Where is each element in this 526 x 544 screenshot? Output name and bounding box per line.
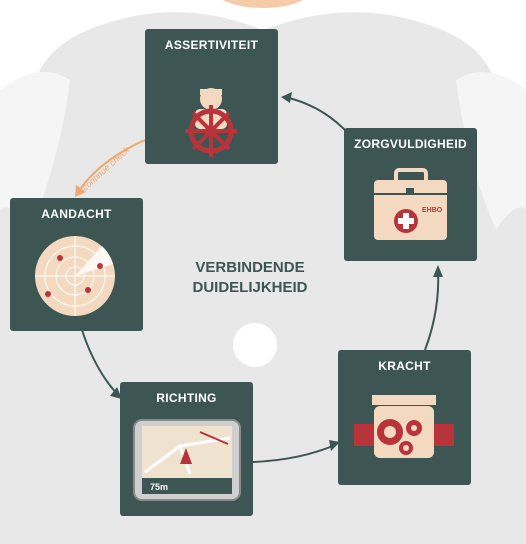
center-title-line1: VERBINDENDE bbox=[195, 259, 305, 276]
center-title: VERBINDENDE DUIDELIJKHEID bbox=[150, 258, 350, 298]
card-title-zorgvuldigheid: ZORGVULDIGHEID bbox=[354, 137, 467, 151]
card-title-kracht: KRACHT bbox=[378, 359, 431, 373]
card-kracht: KRACHT bbox=[338, 350, 471, 485]
card-zorgvuldigheid: ZORGVULDIGHEID EHBO bbox=[344, 128, 477, 261]
engine-icon bbox=[354, 395, 454, 458]
card-title-assertiviteit: ASSERTIVITEIT bbox=[164, 38, 259, 52]
card-title-aandacht: AANDACHT bbox=[41, 207, 112, 221]
center-title-line2: DUIDELIJKHEID bbox=[192, 279, 308, 296]
first-aid-kit-icon: EHBO bbox=[374, 168, 447, 240]
distance-text: 75m bbox=[150, 482, 168, 492]
gps-navigator-icon: 75m bbox=[133, 419, 241, 501]
ehbo-text: EHBO bbox=[422, 207, 443, 214]
radar-icon bbox=[35, 236, 115, 316]
card-aandacht: AANDACHT bbox=[10, 198, 143, 331]
captain-wheel-icon bbox=[185, 88, 237, 157]
card-assertiviteit: ASSERTIVITEIT bbox=[145, 29, 278, 164]
card-title-richting: RICHTING bbox=[156, 391, 217, 405]
card-richting: RICHTING 75m bbox=[120, 382, 253, 516]
